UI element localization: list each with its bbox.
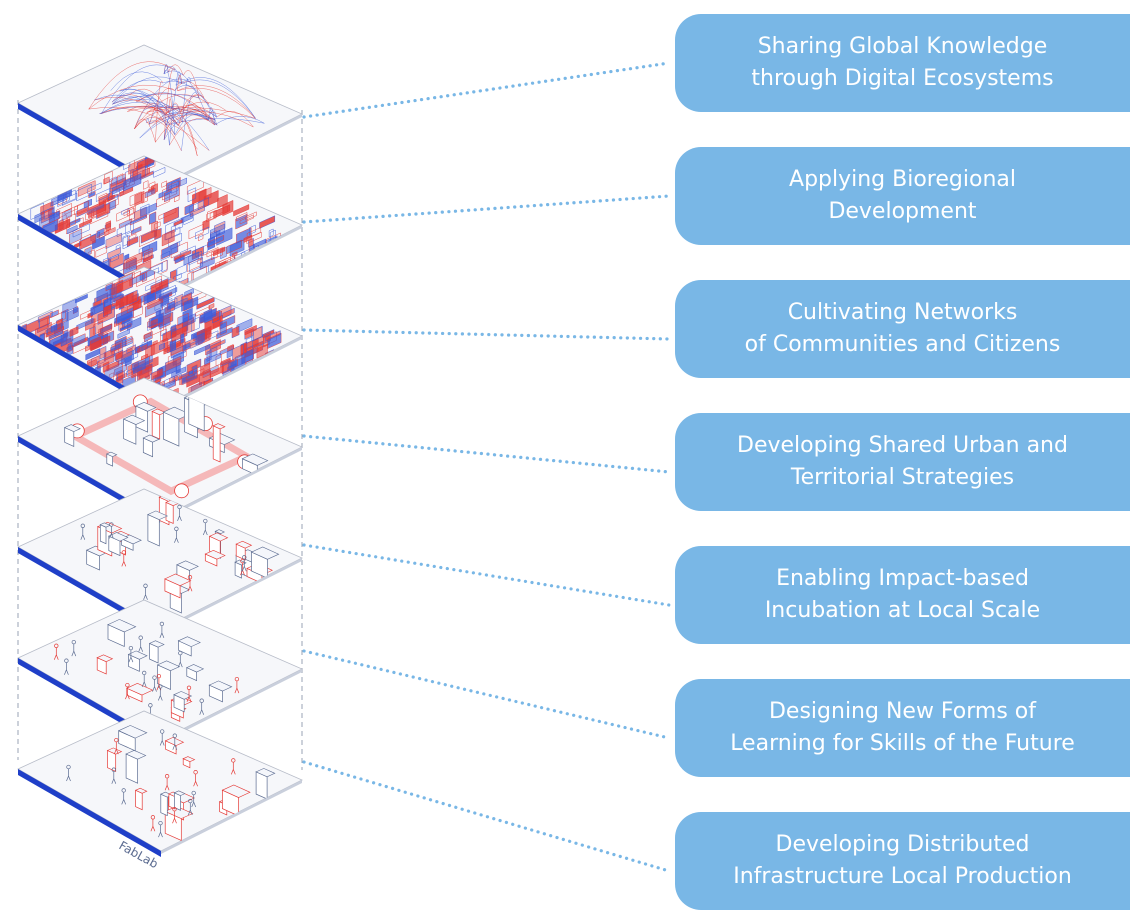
layer-label-line: Learning for Skills of the Future bbox=[730, 731, 1075, 756]
layer-label-line: Development bbox=[828, 199, 977, 224]
layer-label-line: Developing Shared Urban and bbox=[737, 433, 1068, 458]
connector-learning bbox=[302, 649, 671, 740]
layer-label-learning: Designing New Forms of Learning for Skill… bbox=[675, 679, 1130, 777]
layer-label-line: Applying Bioregional bbox=[789, 167, 1016, 192]
layer-art-map-dense bbox=[21, 267, 282, 407]
connector-bioregional bbox=[302, 194, 671, 224]
layer-slab-communities bbox=[17, 266, 303, 413]
connector-urban bbox=[302, 434, 671, 474]
layer-label-line: Cultivating Networks bbox=[787, 300, 1018, 325]
layer-art-classroom bbox=[53, 619, 240, 722]
layer-art-map-network bbox=[88, 61, 265, 157]
connector-incubation bbox=[302, 543, 671, 607]
layer-art-fablab bbox=[66, 725, 276, 842]
layer-label-line: Territorial Strategies bbox=[790, 465, 1015, 490]
layer-label-line: Developing Distributed bbox=[775, 832, 1030, 857]
layer-label-communities: Cultivating Networks of Communities and C… bbox=[675, 280, 1130, 378]
layer-label-line: Designing New Forms of bbox=[768, 699, 1037, 724]
layer-art-workspace bbox=[80, 493, 280, 614]
layer-label-line: of Communities and Citizens bbox=[744, 332, 1061, 357]
layer-label-line: Enabling Impact-based bbox=[776, 566, 1029, 591]
connector-production bbox=[302, 760, 671, 873]
connector-communities bbox=[302, 328, 671, 341]
layer-art-map-sparse bbox=[30, 156, 290, 296]
layer-label-digital: Sharing Global Knowledge through Digital … bbox=[675, 14, 1130, 112]
layer-label-line: through Digital Ecosystems bbox=[751, 66, 1054, 91]
layer-label-line: Incubation at Local Scale bbox=[764, 598, 1041, 623]
layer-slab-production: FabLab bbox=[17, 710, 303, 871]
layer-label-line: Sharing Global Knowledge bbox=[757, 34, 1048, 59]
connector-digital bbox=[302, 61, 671, 119]
layer-label-line: Infrastructure Local Production bbox=[733, 864, 1072, 889]
